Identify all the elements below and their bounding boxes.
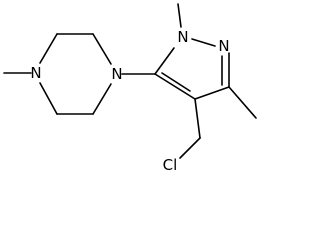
bond-pip-n4-c5 [92,83,112,115]
bonds [3,3,257,159]
bond-n1-methyl [177,3,182,28]
atom-label-pyrazole-n2: N [218,37,229,55]
atom-label-n-arylpiperazine: N [111,65,122,83]
bond-pz-n1-n2 [191,38,216,47]
bond-pz-c4-c5 [154,73,196,100]
molecule-drawing: N N N N Cl [3,3,257,174]
bond-pz-c3-c4 [194,86,230,100]
bond-pip-c6-n1 [39,82,58,115]
atom-label-pyrazole-n1: N [177,28,188,46]
bond-c4-ch2 [194,98,201,139]
structure-diagram: N N N N Cl [3,3,257,174]
atom-label-chlorine: Cl [163,156,178,174]
bond-pip-n1-c2 [39,33,58,64]
bond-pz-c5-n1 [154,47,175,75]
atom-labels: N N N N Cl [30,28,229,174]
bond-ch2-cl [179,137,201,159]
atom-label-n-methylpiperazine: N [30,64,41,82]
bond-pz-c4-c5-inner [161,72,191,92]
bond-pip-c3-n4 [92,33,112,65]
bond-c3-methyl [228,86,257,119]
